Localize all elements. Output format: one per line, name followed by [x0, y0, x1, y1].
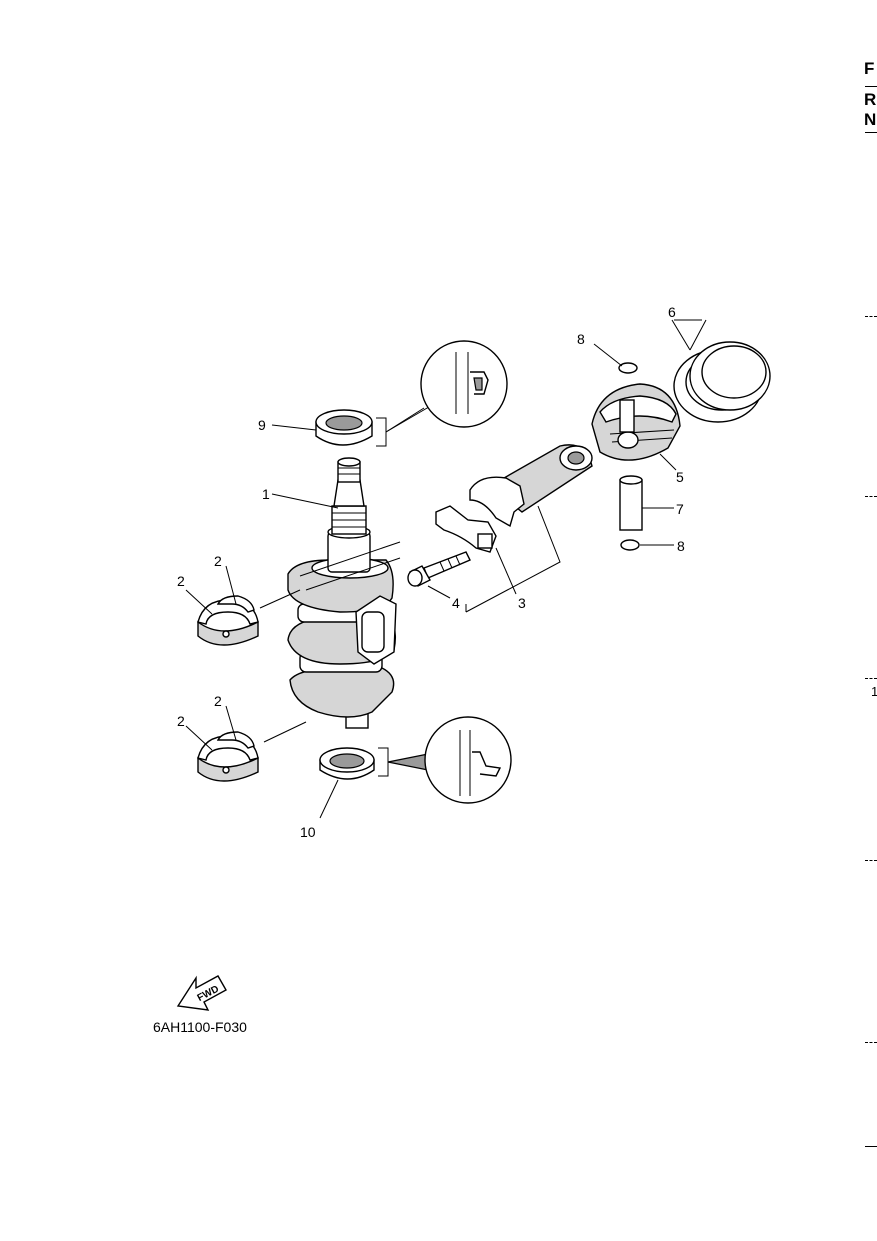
rod-bolt: [407, 551, 471, 587]
callout-2: 2: [177, 713, 185, 729]
piston-rings: [673, 341, 771, 423]
figure-code: 6AH1100-F030: [153, 1019, 247, 1035]
edge-letter-f: F: [864, 59, 875, 78]
piston: [591, 383, 681, 461]
circlip-upper: [618, 362, 638, 374]
callout-8: 8: [577, 331, 585, 347]
oil-seal-upper: [315, 403, 435, 447]
edge-tick: [865, 496, 877, 497]
callout-1: 1: [262, 486, 270, 502]
connecting-rod: [435, 444, 593, 553]
detail-circle-upper: [420, 340, 508, 428]
callout-8: 8: [677, 538, 685, 554]
main-bearing-lower: [197, 731, 259, 782]
edge-rule-mid: [865, 132, 877, 133]
callout-6: 6: [668, 304, 676, 320]
main-bearing-upper: [197, 595, 259, 646]
leader-lines: [185, 319, 707, 819]
callout-2: 2: [214, 553, 222, 569]
edge-letter-n: N: [864, 110, 877, 129]
edge-tick: [865, 316, 877, 317]
circlip-lower: [620, 539, 640, 551]
callout-4: 4: [452, 595, 460, 611]
callout-3: 3: [518, 595, 526, 611]
edge-rule-top: [865, 86, 877, 87]
oil-seal-lower: [319, 747, 429, 780]
edge-rule-bottom: [865, 1146, 877, 1147]
callout-9: 9: [258, 417, 266, 433]
edge-number: 1: [871, 684, 877, 699]
callout-2: 2: [214, 693, 222, 709]
crankshaft: [287, 457, 397, 729]
detail-circle-lower: [424, 716, 512, 804]
callout-2: 2: [177, 573, 185, 589]
edge-letter-r: R: [864, 90, 877, 109]
fwd-arrow-icon: FWD: [176, 975, 227, 1011]
edge-tick: [865, 1042, 877, 1043]
edge-tick: [865, 678, 877, 679]
edge-tick: [865, 860, 877, 861]
callout-5: 5: [676, 469, 684, 485]
piston-pin: [619, 475, 643, 531]
callout-10: 10: [300, 824, 316, 840]
callout-7: 7: [676, 501, 684, 517]
